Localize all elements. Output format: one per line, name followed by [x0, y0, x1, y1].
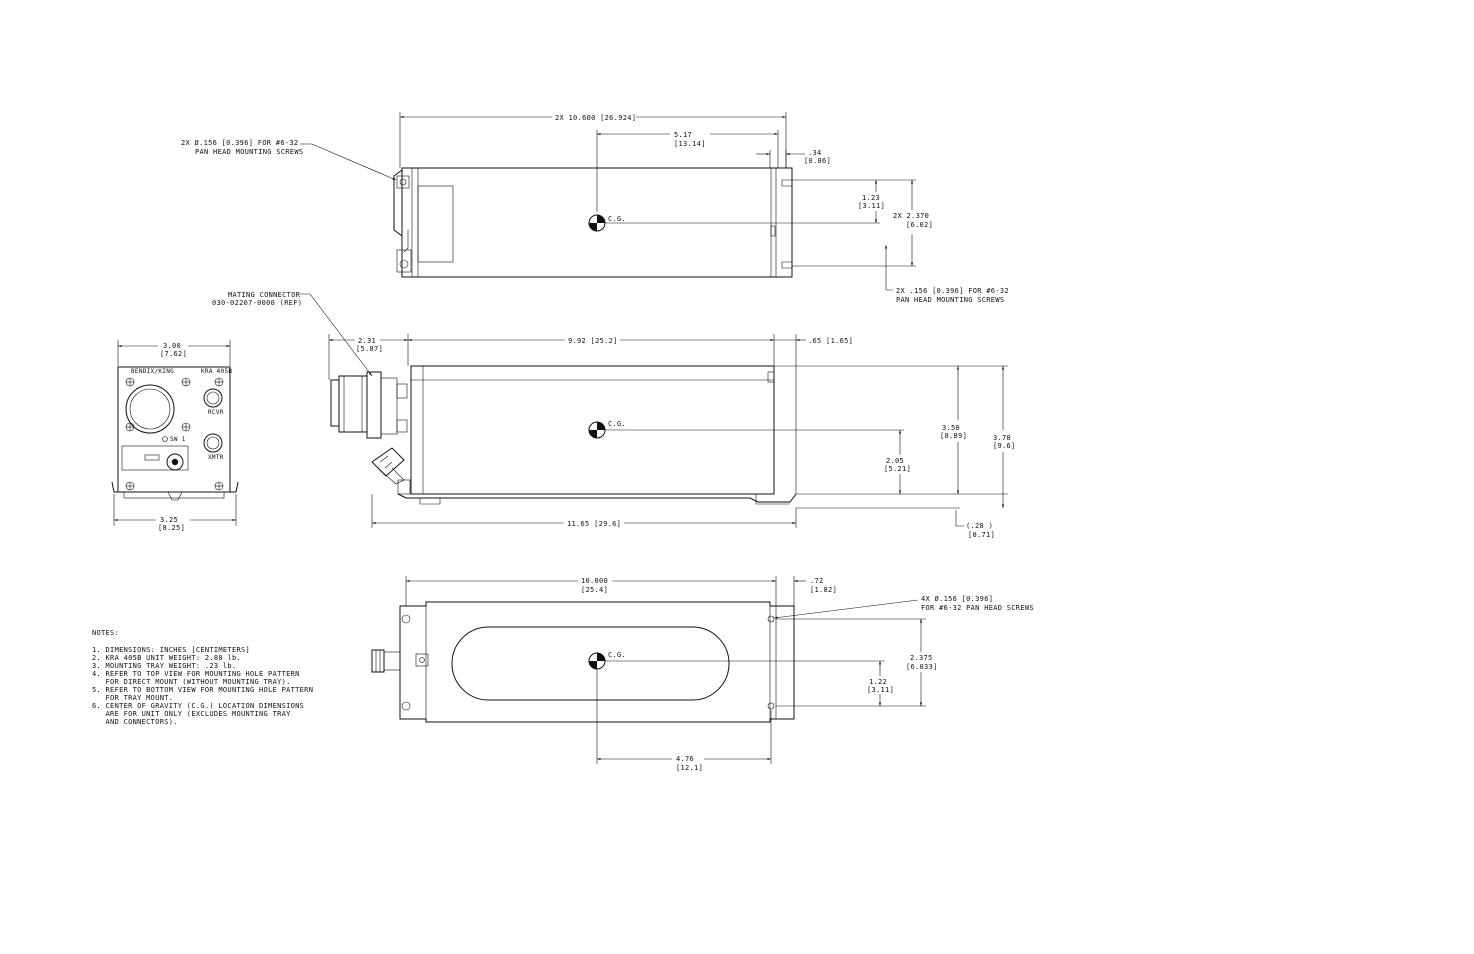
- top-slot-dim: .34: [808, 149, 822, 157]
- bottom-cg-x-cm: [12.1]: [676, 764, 703, 772]
- body-length: 9.92 [25.2]: [568, 337, 618, 345]
- top-screw-note-left-2: PAN HEAD MOUNTING SCREWS: [195, 148, 303, 156]
- side-cg-label: C.G.: [608, 420, 626, 428]
- connector-note: MATING CONNECTOR: [228, 291, 301, 299]
- side-height-cm: [8.89]: [940, 432, 967, 440]
- note-line: 5. REFER TO BOTTOM VIEW FOR MOUNTING HOL…: [92, 686, 313, 694]
- bottom-rear-ext: .72: [810, 577, 824, 585]
- top-cg-x-dim-cm: [13.14]: [674, 140, 706, 148]
- note-line: 1. DIMENSIONS: INCHES [CENTIMETERS]: [92, 646, 250, 654]
- xmtr-label: XMTR: [208, 454, 224, 461]
- note-line: ARE FOR UNIT ONLY (EXCLUDES MOUNTING TRA…: [92, 710, 291, 718]
- top-cg-y-dim: 1.23: [862, 194, 880, 202]
- top-hole-spacing: 2X 2.370: [893, 212, 929, 220]
- tray-offset-cm: [0.71]: [968, 531, 995, 539]
- bottom-hole-spacing: 2.375: [910, 654, 933, 662]
- note-line: 6. CENTER OF GRAVITY (C.G.) LOCATION DIM…: [92, 702, 304, 710]
- side-overall-height-cm: [9.6]: [993, 442, 1016, 450]
- bottom-oval-cutout: [451, 626, 730, 701]
- bottom-cg-x: 4.76: [676, 755, 694, 763]
- bottom-screw-note-2: FOR #6-32 PAN HEAD SCREWS: [921, 604, 1034, 612]
- cg-label: C.G.: [608, 215, 626, 223]
- top-slot-dim-cm: [0.86]: [804, 157, 831, 165]
- bottom-view: C.G. 10.000 [25.4] .72 [1.82] 4X Ø.156 […: [371, 576, 1034, 772]
- side-overall-height: 3.78: [993, 434, 1011, 442]
- connector-length: 2.31: [358, 337, 376, 345]
- mating-connector: [330, 371, 411, 495]
- cg-symbol: [588, 421, 606, 439]
- rcvr-label: RCVR: [208, 409, 224, 416]
- bottom-length-cm: [25.4]: [581, 586, 608, 594]
- bottom-rear-ext-cm: [1.82]: [810, 586, 837, 594]
- switch-label: SW 1: [170, 436, 186, 443]
- front-width-bottom-cm: [8.25]: [158, 524, 185, 532]
- notes-title: NOTES:: [92, 629, 119, 637]
- bottom-screw-note: 4X Ø.156 [0.396]: [921, 595, 993, 603]
- bottom-cg-y: 1.22: [869, 678, 887, 686]
- note-line: FOR TRAY MOUNT.: [92, 694, 173, 702]
- side-cg-height-cm: [5.21]: [884, 465, 911, 473]
- xmtr-connector: [203, 433, 223, 453]
- front-brand: BENDIX/KING: [131, 368, 174, 375]
- cg-symbol: [588, 652, 606, 670]
- bottom-cg-y-cm: [3.11]: [867, 686, 894, 694]
- top-view: C.G. 2X 10.600 [26.924] 5.17 [13.14] .34…: [181, 112, 1009, 304]
- connector-note-2: 030-02207-0000 (REF): [212, 299, 302, 307]
- top-overall-dim: 2X 10.600 [26.924]: [555, 114, 636, 122]
- note-line: 4. REFER TO TOP VIEW FOR MOUNTING HOLE P…: [92, 670, 300, 678]
- top-cg-y-dim-cm: [3.11]: [858, 202, 885, 210]
- side-cg-height: 2.05: [886, 457, 904, 465]
- top-screw-note-left: 2X Ø.156 [0.396] FOR #6-32: [181, 139, 298, 147]
- front-panel: [117, 366, 231, 493]
- rcvr-connector: [203, 388, 223, 408]
- tray-offset: (.28 ): [966, 522, 993, 530]
- connector-length-cm: [5.87]: [356, 345, 383, 353]
- front-main-connector: [125, 384, 175, 434]
- bottom-length: 10.000: [581, 577, 608, 585]
- note-line: 2. KRA 405B UNIT WEIGHT: 2.80 lb.: [92, 654, 241, 662]
- cg-symbol: [588, 214, 606, 232]
- front-width-bottom: 3.25: [160, 516, 178, 524]
- note-line: FOR DIRECT MOUNT (WITHOUT MOUNTING TRAY)…: [92, 678, 291, 686]
- notes-block: NOTES: 1. DIMENSIONS: INCHES [CENTIMETER…: [92, 629, 313, 726]
- bottom-hole-spacing-cm: [6.033]: [906, 663, 938, 671]
- side-overall-length: 11.65 [29.6]: [567, 520, 621, 528]
- top-screw-note-right-2: PAN HEAD MOUNTING SCREWS: [896, 296, 1004, 304]
- note-line: 3. MOUNTING TRAY WEIGHT: .23 lb.: [92, 662, 236, 670]
- top-cg-x-dim: 5.17: [674, 131, 692, 139]
- front-view: BENDIX/KING KRA 405B RCVR XMTR SW 1: [111, 340, 239, 532]
- top-screw-note-right: 2X .156 [0.396] FOR #6-32: [896, 287, 1009, 295]
- top-hole-spacing-cm: [6.02]: [906, 221, 933, 229]
- side-tray: [397, 493, 797, 503]
- side-view: C.G. MATING CONNECTOR 030-02207-0000 (RE…: [212, 291, 1016, 539]
- side-height: 3.50: [942, 424, 960, 432]
- bottom-cg-label: C.G.: [608, 651, 626, 659]
- front-model: KRA 405B: [201, 368, 232, 375]
- note-line: AND CONNECTORS).: [92, 718, 178, 726]
- front-width-top: 3.00: [163, 342, 181, 350]
- rear-extension: .65 [1.65]: [808, 337, 853, 345]
- front-width-top-cm: [7.62]: [160, 350, 187, 358]
